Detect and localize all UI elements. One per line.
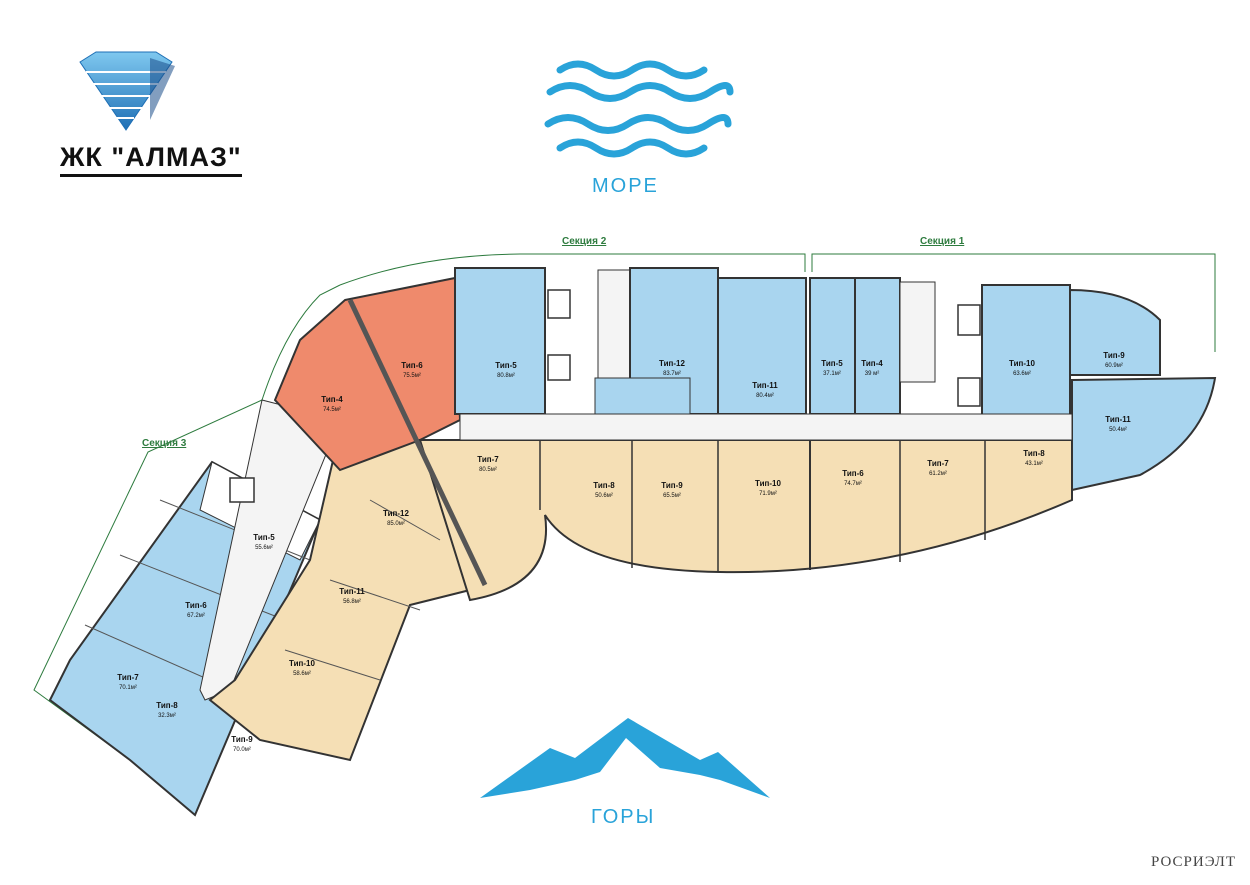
unit-area-s1-tip5: 37.1м² <box>823 371 841 377</box>
unit-area-s2-tip11-bottom: 56.8м² <box>343 599 361 605</box>
unit-area-s1-tip6: 74.7м² <box>844 481 862 487</box>
sea-side-row <box>454 267 1217 492</box>
section-3-label: Секция 3 <box>142 438 187 449</box>
sea-waves-icon <box>544 60 734 158</box>
unit-name-s3-tip5: Тип-5 <box>253 533 275 542</box>
mountains-label: ГОРЫ <box>591 806 656 828</box>
unit-area-s3-tip9: 70.0м² <box>233 747 251 753</box>
unit-area-s2-tip10: 71.9м² <box>759 491 777 497</box>
logo-diamond-icon <box>79 51 175 131</box>
unit-name-s3-tip6: Тип-6 <box>185 601 207 610</box>
mountain-side-row <box>418 439 1073 602</box>
unit-area-s3-tip8: 32.3м² <box>158 713 176 719</box>
unit-name-s1-tip7: Тип-7 <box>927 459 949 468</box>
unit-area-s2-tip7: 80.5м² <box>479 467 497 473</box>
unit-labels: Тип-6 75.5м² Тип-4 74.5м² Тип-5 80.8м² Тип-12 8… <box>117 351 1131 753</box>
unit-name-s2-tip12-top: Тип-12 <box>659 359 685 368</box>
unit-name-s2-tip6: Тип-6 <box>401 361 423 370</box>
unit-area-s1-tip8: 43.1м² <box>1025 461 1043 467</box>
unit-name-s3-tip7: Тип-7 <box>117 673 139 682</box>
unit-name-s2-tip12-bottom: Тип-12 <box>383 509 409 518</box>
unit-area-s1-tip9: 60.9м² <box>1105 363 1123 369</box>
unit-name-s2-tip5: Тип-5 <box>495 361 517 370</box>
unit-area-s2-tip4: 74.5м² <box>323 407 341 413</box>
unit-name-s3-tip9: Тип-9 <box>231 735 253 744</box>
main-corridor <box>459 413 1073 441</box>
unit-name-s2-tip8: Тип-8 <box>593 481 615 490</box>
unit-area-s2-tip11-top: 80.4м² <box>756 393 774 399</box>
unit-area-s2-tip5: 80.8м² <box>497 373 515 379</box>
watermark: РОСРИЭЛТ <box>1150 854 1236 870</box>
structural-diagonal <box>347 298 488 587</box>
unit-name-s2-tip7: Тип-7 <box>477 455 499 464</box>
unit-area-s1-tip11: 50.4м² <box>1109 427 1127 433</box>
unit-area-s2-tip9: 65.5м² <box>663 493 681 499</box>
brand-title: ЖК "АЛМАЗ" <box>60 142 242 177</box>
unit-name-s2-tip10: Тип-10 <box>755 479 781 488</box>
unit-name-s2-tip10-bottom: Тип-10 <box>289 659 315 668</box>
unit-name-s1-tip6: Тип-6 <box>842 469 864 478</box>
unit-name-s2-tip11-bottom: Тип-11 <box>339 587 365 596</box>
unit-name-s1-tip4: Тип-4 <box>861 359 883 368</box>
unit-name-s1-tip9: Тип-9 <box>1103 351 1125 360</box>
unit-area-s2-tip6: 75.5м² <box>403 373 421 379</box>
unit-name-s3-tip8: Тип-8 <box>156 701 178 710</box>
unit-area-s2-tip12-bottom: 85.0м² <box>387 521 405 527</box>
core-icons <box>229 289 981 503</box>
unit-area-s3-tip5: 55.6м² <box>255 545 273 551</box>
unit-area-s2-tip12-top: 83.7м² <box>663 371 681 377</box>
unit-name-s2-tip9: Тип-9 <box>661 481 683 490</box>
unit-area-s2-tip10-bottom: 58.6м² <box>293 671 311 677</box>
sea-label: МОРЕ <box>592 175 659 197</box>
unit-area-s3-tip7: 70.1м² <box>119 685 137 691</box>
section-1-label: Секция 1 <box>920 236 965 247</box>
unit-area-s1-tip7: 61.2м² <box>929 471 947 477</box>
unit-name-s1-tip8: Тип-8 <box>1023 449 1045 458</box>
unit-name-s2-tip11-top: Тип-11 <box>752 381 778 390</box>
unit-name-s1-tip5: Тип-5 <box>821 359 843 368</box>
section-2-label: Секция 2 <box>562 236 607 247</box>
mountains-icon <box>480 718 770 798</box>
unit-name-s2-tip4: Тип-4 <box>321 395 343 404</box>
unit-area-s3-tip6: 67.2м² <box>187 613 205 619</box>
unit-name-s1-tip11: Тип-11 <box>1105 415 1131 424</box>
unit-area-s1-tip10: 63.6м² <box>1013 371 1031 377</box>
unit-name-s1-tip10: Тип-10 <box>1009 359 1035 368</box>
unit-area-s1-tip4: 39 м² <box>865 371 879 377</box>
unit-area-s2-tip8: 50.6м² <box>595 493 613 499</box>
